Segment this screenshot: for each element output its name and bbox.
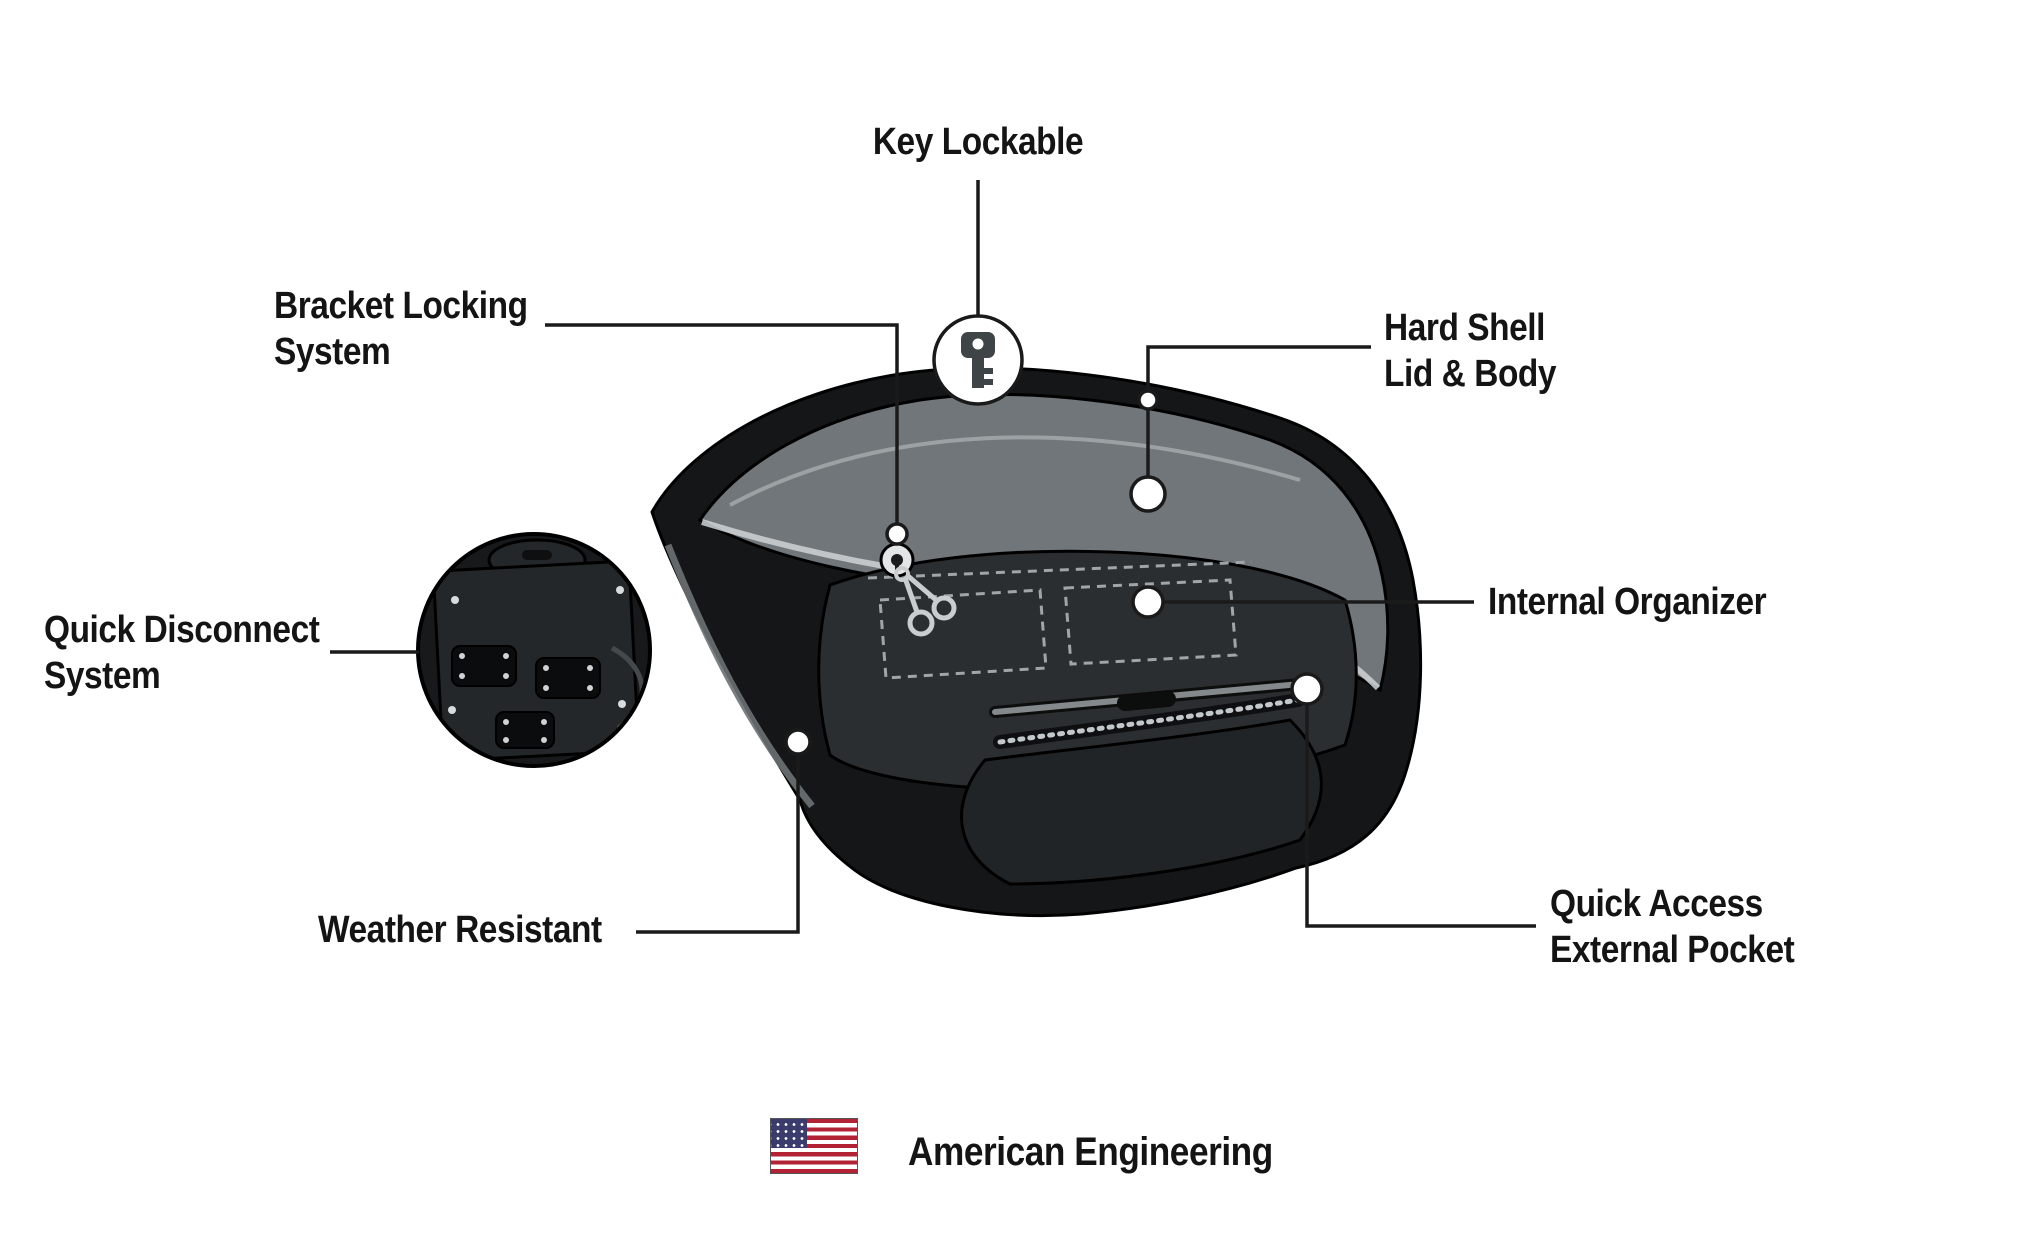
- back-panel: [432, 560, 640, 762]
- label-text: Hard Shell: [1384, 307, 1545, 349]
- hanger-slot: [522, 550, 552, 560]
- panel-screws: [448, 586, 626, 714]
- marker-quick-access: [1290, 672, 1324, 706]
- us-flag-icon: [770, 1118, 858, 1174]
- callout-line-bracket-locking: [545, 323, 899, 524]
- lock-and-keys: [879, 542, 957, 637]
- marker-bracket-locking: [885, 522, 909, 546]
- pocket-flap: [960, 718, 1323, 886]
- marker-hard-shell-edge: [1137, 389, 1159, 411]
- label-text: External Pocket: [1550, 928, 1795, 971]
- callout-line-quick-access: [1305, 705, 1536, 928]
- label-hard-shell-lid-body: Hard Shell Lid & Body: [1384, 306, 1557, 397]
- label-weather-resistant: Weather Resistant: [318, 908, 602, 954]
- callout-line-hard-shell: [1146, 345, 1371, 478]
- lid-hinge: [989, 678, 1306, 718]
- label-text: System: [274, 330, 391, 373]
- label-key-lockable: Key Lockable: [872, 120, 1084, 166]
- quick-disconnect-inset: [416, 532, 652, 768]
- key-set-icon: [902, 574, 957, 637]
- zipper-teeth: [997, 697, 1301, 745]
- internal-organizer-pockets: [867, 560, 1253, 680]
- mounting-bracket-3: [495, 711, 555, 749]
- label-bracket-locking-system: Bracket Locking System: [274, 284, 528, 375]
- mounting-bracket-1: [451, 645, 517, 687]
- external-pocket: [960, 693, 1323, 886]
- label-quick-disconnect-system: Quick Disconnect System: [44, 608, 320, 699]
- label-text: Quick Disconnect: [44, 609, 320, 651]
- saddlebag-illustration: [650, 366, 1423, 917]
- label-text: Key Lockable: [872, 121, 1084, 163]
- us-flag-canton: [771, 1119, 808, 1149]
- marker-weather-resistant: [784, 728, 812, 756]
- marker-hard-shell-body: [1129, 475, 1167, 513]
- marker-internal-organizer: [1131, 585, 1165, 619]
- key-ring-icon: [894, 566, 910, 582]
- callout-line-weather-resistant: [636, 755, 800, 934]
- label-text: Weather Resistant: [318, 909, 602, 951]
- label-text: Internal Organizer: [1488, 581, 1767, 623]
- key-icon: [961, 332, 995, 388]
- bag-left-edge-highlight: [664, 543, 815, 809]
- mounting-bracket-2: [535, 657, 601, 699]
- label-text: Quick Access: [1550, 883, 1763, 925]
- footer-american-engineering: American Engineering: [908, 1130, 1273, 1174]
- label-text: Lid & Body: [1384, 352, 1557, 395]
- label-internal-organizer: Internal Organizer: [1488, 580, 1767, 626]
- label-text: Bracket Locking: [274, 285, 528, 327]
- label-quick-access-external-pocket: Quick Access External Pocket: [1550, 882, 1795, 973]
- key-lockable-badge: [932, 314, 1024, 406]
- bag-top-highlight: [729, 435, 1301, 507]
- label-text: System: [44, 654, 161, 697]
- callout-lines: [330, 180, 1536, 934]
- callout-markers: [784, 389, 1324, 756]
